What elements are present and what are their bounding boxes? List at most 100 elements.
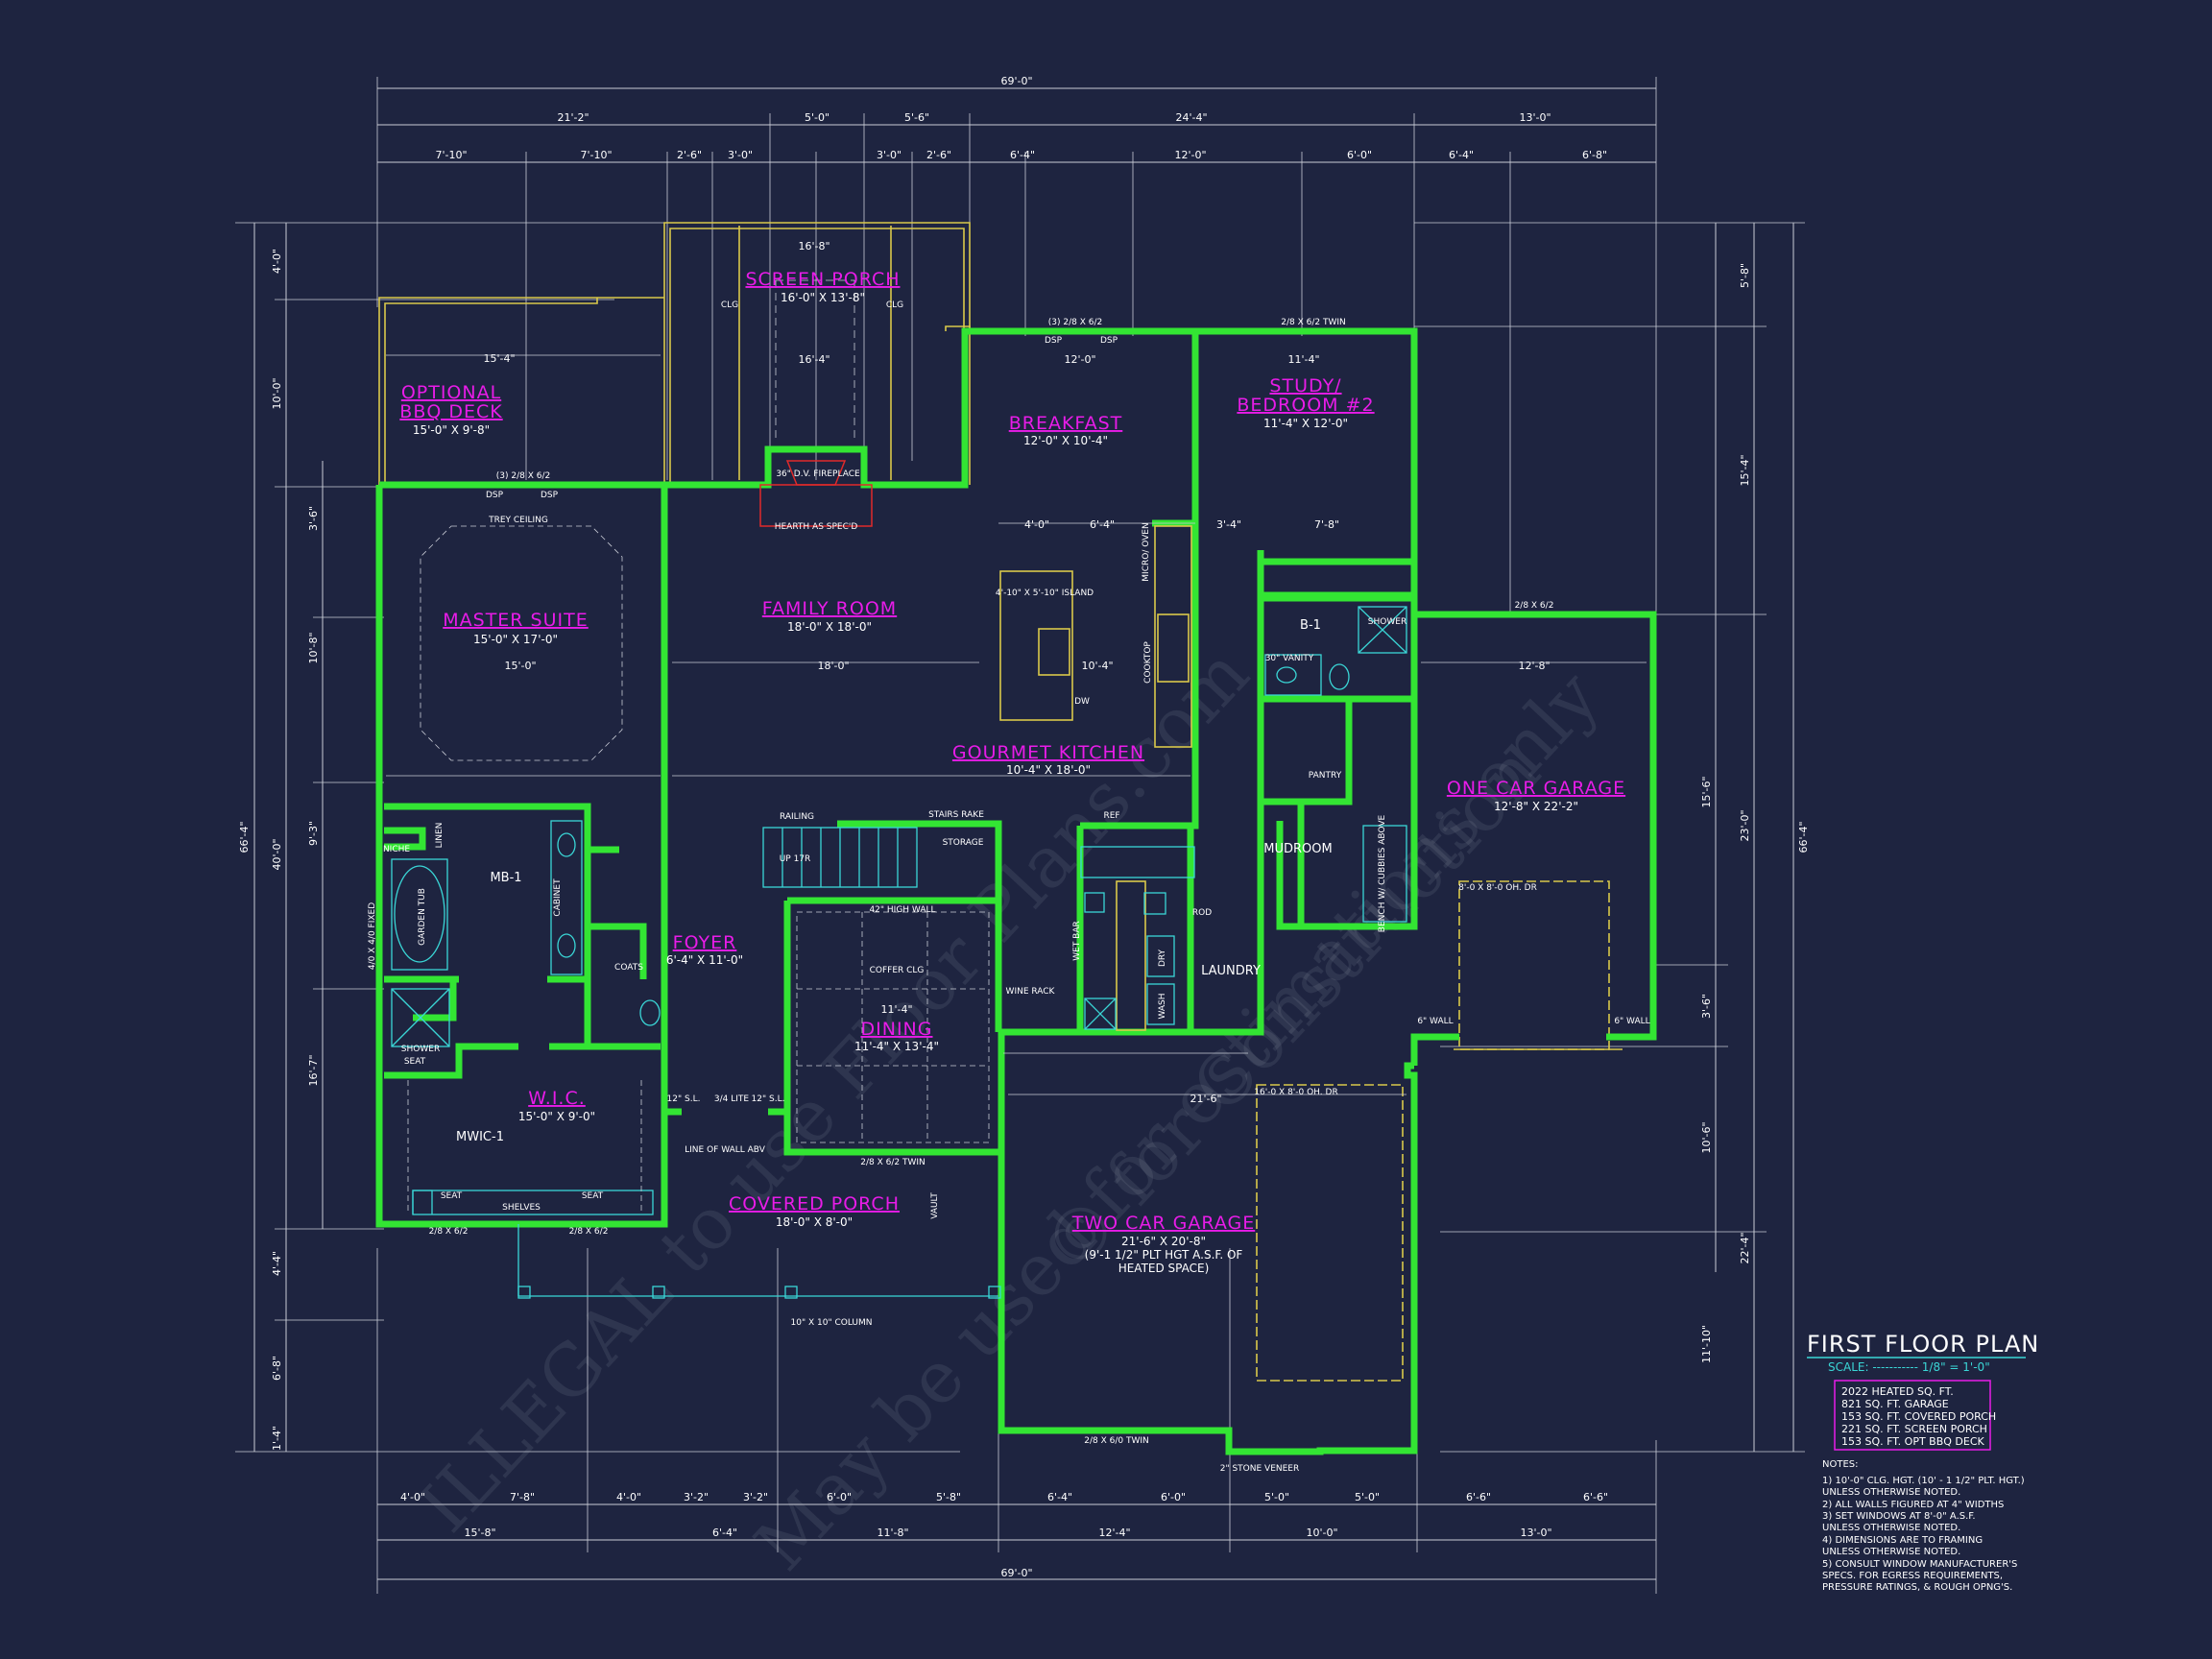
dim-top2-2: 7'-10" bbox=[580, 149, 612, 161]
sl-2: 12" S.L. bbox=[752, 1094, 785, 1104]
dim-left-a1: 4'-0" bbox=[271, 249, 283, 274]
idim-10: 4'-0" bbox=[1024, 518, 1049, 531]
screen-porch-size: 16'-0" X 13'-8" bbox=[781, 291, 865, 304]
family-room-size: 18'-0" X 18'-0" bbox=[787, 620, 872, 634]
seat-label-1: SEAT bbox=[404, 1057, 426, 1067]
dim-top-3: 5'-6" bbox=[904, 111, 929, 124]
one-car-garage-size: 12'-8" X 22'-2" bbox=[1494, 800, 1578, 813]
vault-label: VAULT bbox=[930, 1192, 940, 1219]
mudroom-fixtures: BENCH W/ CUBBIES ABOVE PANTRY bbox=[1309, 771, 1407, 932]
dry-label: DRY bbox=[1158, 949, 1167, 967]
idim-2: 16'-4" bbox=[798, 353, 830, 366]
note-4: 3) SET WINDOWS AT 8'-0" A.S.F. bbox=[1822, 1511, 1976, 1522]
coffer-label: COFFER CLG bbox=[870, 966, 925, 975]
dim-bot1-2: 7'-8" bbox=[510, 1491, 535, 1503]
seat-label-3: SEAT bbox=[582, 1191, 604, 1201]
island-label: 4'-10" X 5'-10" ISLAND bbox=[996, 589, 1094, 598]
interior-dimensions: 15'-4" 16'-4" 12'-0" 11'-4" 16'-8" 18'-0… bbox=[386, 240, 1647, 1105]
dim-bot2-4: 12'-4" bbox=[1098, 1527, 1130, 1539]
coats-label: COATS bbox=[614, 963, 643, 973]
dim-bot1-4: 3'-2" bbox=[684, 1491, 709, 1503]
dim-right-a2: 15'-4" bbox=[1739, 454, 1751, 486]
bbq-deck-name-1: OPTIONAL bbox=[401, 382, 501, 403]
door-16-label: 16'-0 X 8'-0 OH. DR bbox=[1254, 1088, 1337, 1097]
one-car-garage-name: ONE CAR GARAGE bbox=[1447, 778, 1625, 799]
dim-left-a2: 10'-0" bbox=[271, 377, 283, 409]
windows: (3) 2/8 X 6/2 (3) 2/8 X 6/2 2/8 X 6/2 TW… bbox=[368, 301, 1553, 1446]
two-car-garage-note-1: (9'-1 1/2" PLT HGT A.S.F. OF bbox=[1085, 1248, 1243, 1262]
ref-label: REF bbox=[1103, 811, 1119, 821]
idim-13: 7'-8" bbox=[1314, 518, 1339, 531]
study-size: 11'-4" X 12'-0" bbox=[1263, 417, 1348, 430]
idim-1: 15'-4" bbox=[483, 352, 515, 365]
wash-label: WASH bbox=[1158, 993, 1167, 1019]
breakfast-size: 12'-0" X 10'-4" bbox=[1023, 434, 1108, 447]
left-dimensions: 66'-4" 4'-0" 10'-0" 40'-0" 4'-4" 6'-8" 1… bbox=[235, 222, 960, 1453]
foyer-name: FOYER bbox=[673, 932, 737, 953]
window-4: 2/8 X 6/2 bbox=[1515, 601, 1554, 611]
mb1-label: MB-1 bbox=[490, 871, 521, 885]
idim-3: 12'-0" bbox=[1064, 353, 1095, 366]
dim-bot1-8: 6'-4" bbox=[1047, 1491, 1072, 1503]
cabinet-label: CABINET bbox=[553, 878, 563, 917]
dim-bot1-3: 4'-0" bbox=[616, 1491, 641, 1503]
idim-14: 10'-4" bbox=[1081, 660, 1113, 672]
covered-porch-size: 18'-0" X 8'-0" bbox=[776, 1215, 853, 1229]
dim-bot1-5: 3'-2" bbox=[743, 1491, 768, 1503]
dim-top-4: 24'-4" bbox=[1175, 111, 1207, 124]
dim-bot2-2: 6'-4" bbox=[712, 1527, 737, 1539]
storage-label: STORAGE bbox=[943, 838, 984, 848]
column-label: 10" X 10" COLUMN bbox=[791, 1318, 873, 1328]
idim-5: 16'-8" bbox=[798, 240, 830, 252]
dim-overall-bottom: 69'-0" bbox=[1000, 1567, 1032, 1579]
dim-top2-6: 2'-6" bbox=[926, 149, 951, 161]
dim-top2-11: 6'-8" bbox=[1582, 149, 1607, 161]
dim-overall-top: 69'-0" bbox=[1000, 75, 1032, 87]
title-block: FIRST FLOOR PLAN SCALE: ----------- 1/8"… bbox=[1807, 1331, 2039, 1593]
master-suite-name: MASTER SUITE bbox=[443, 610, 589, 631]
dim-top2-3: 2'-6" bbox=[677, 149, 702, 161]
dining-size: 11'-4" X 13'-4" bbox=[854, 1040, 939, 1053]
fireplace: 36" D.V. FIREPLACE HEARTH AS SPEC'D bbox=[759, 445, 873, 532]
walls bbox=[375, 327, 1657, 1455]
dim-top2-1: 7'-10" bbox=[435, 149, 467, 161]
dim-left-b3: 9'-3" bbox=[307, 821, 320, 846]
dim-left-a5: 6'-8" bbox=[271, 1356, 283, 1381]
note-10: PRESSURE RATINGS, & ROUGH OPNG'S. bbox=[1822, 1582, 2012, 1593]
note-5: UNLESS OTHERWISE NOTED. bbox=[1822, 1523, 1960, 1533]
dim-bot1-7: 5'-8" bbox=[936, 1491, 961, 1503]
dim-left-a4: 4'-4" bbox=[271, 1251, 283, 1276]
wic-size: 15'-0" X 9'-0" bbox=[518, 1110, 595, 1123]
dw-label: DW bbox=[1074, 697, 1090, 707]
area-1: 2022 HEATED SQ. FT. bbox=[1841, 1385, 1954, 1398]
idim-6: 18'-0" bbox=[817, 660, 849, 672]
area-2: 821 SQ. FT. GARAGE bbox=[1841, 1398, 1949, 1410]
idim-8: 12'-8" bbox=[1518, 660, 1550, 672]
mwic-label: MWIC-1 bbox=[456, 1130, 504, 1144]
dim-left-outer: 66'-4" bbox=[238, 821, 251, 853]
bench-label: BENCH W/ CUBBIES ABOVE bbox=[1378, 814, 1387, 932]
b1-bath-fixtures: 30" VANITY SHOWER bbox=[1264, 606, 1407, 696]
dim-bot1-13: 6'-6" bbox=[1583, 1491, 1608, 1503]
idim-7: 15'-0" bbox=[504, 660, 536, 672]
railing-label: RAILING bbox=[780, 812, 814, 822]
study-name-2: BEDROOM #2 bbox=[1237, 395, 1374, 416]
b1-label: B-1 bbox=[1300, 618, 1321, 633]
covered-porch-name: COVERED PORCH bbox=[729, 1193, 900, 1214]
note-2: UNLESS OTHERWISE NOTED. bbox=[1822, 1487, 1960, 1498]
hearth-label: HEARTH AS SPEC'D bbox=[775, 522, 858, 532]
note-1: 1) 10'-0" CLG. HGT. (10' - 1 1/2" PLT. H… bbox=[1822, 1476, 2025, 1486]
dim-bot2-1: 15'-8" bbox=[464, 1527, 495, 1539]
micro-label: MICRO/ OVEN bbox=[1142, 522, 1151, 581]
dim-top2-8: 12'-0" bbox=[1174, 149, 1206, 161]
dim-left-b2: 10'-8" bbox=[307, 632, 320, 663]
plan-title: FIRST FLOOR PLAN bbox=[1807, 1331, 2039, 1358]
note-6: 4) DIMENSIONS ARE TO FRAMING bbox=[1822, 1535, 1983, 1546]
family-room-name: FAMILY ROOM bbox=[762, 598, 897, 619]
dim-right-a3: 23'-0" bbox=[1739, 809, 1751, 841]
room-labels: SCREEN PORCH 16'-0" X 13'-8" OPTIONAL BB… bbox=[399, 269, 1625, 1275]
dim-bot1-6: 6'-0" bbox=[827, 1491, 852, 1503]
two-car-garage-note-2: HEATED SPACE) bbox=[1118, 1262, 1210, 1275]
two-car-garage-size: 21'-6" X 20'-8" bbox=[1121, 1235, 1206, 1248]
breakfast-name: BREAKFAST bbox=[1009, 413, 1123, 434]
